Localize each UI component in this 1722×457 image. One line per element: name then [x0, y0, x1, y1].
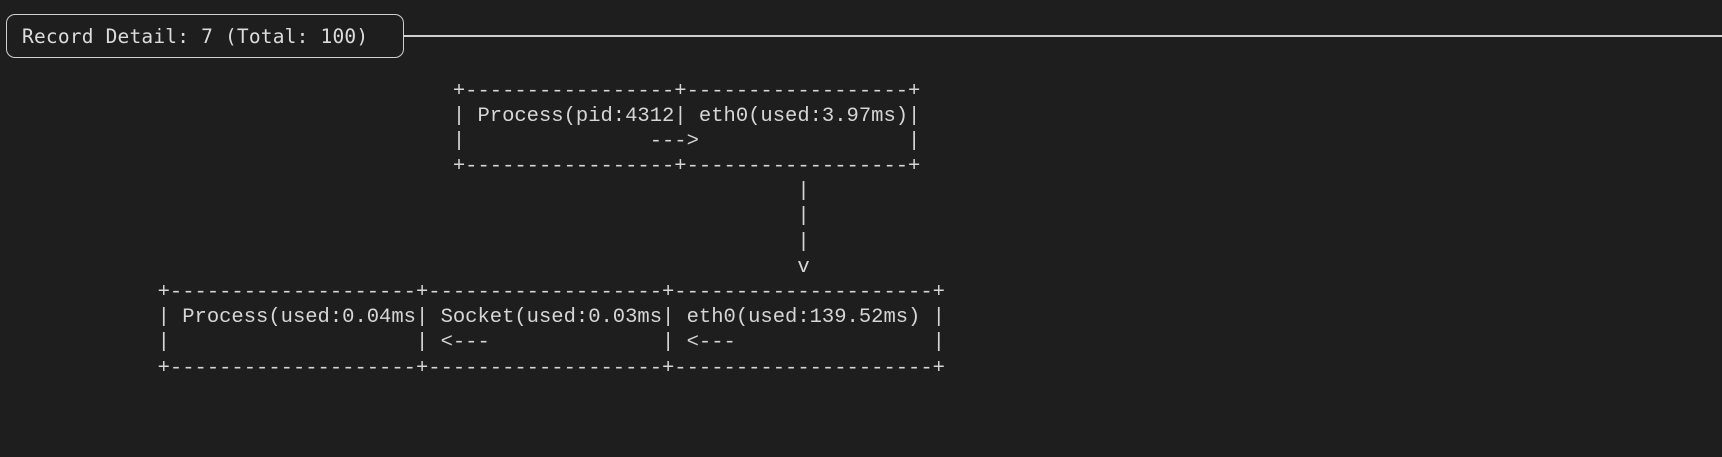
ascii-line-14: [10, 431, 1722, 456]
ascii-line-7: v: [10, 255, 810, 279]
record-detail-panel[interactable]: Record Detail: 7 (Total: 100): [6, 14, 404, 58]
ascii-flow-diagram: +-----------------+------------------+ |…: [0, 79, 1722, 457]
ascii-line-8: +--------------------+------------------…: [10, 281, 945, 304]
ascii-line-5: |: [10, 205, 810, 229]
ascii-line-10: | | <--- | <--- |: [10, 331, 945, 355]
ascii-line-13: [10, 406, 1722, 431]
ascii-line-6: |: [10, 230, 810, 254]
ascii-line-3: +-----------------+------------------+: [10, 155, 921, 179]
ascii-line-0: +-----------------+------------------+: [10, 79, 921, 103]
page-title: Record Detail: 7 (Total: 100): [22, 24, 369, 48]
ascii-line-9: | Process(used:0.04ms| Socket(used:0.03m…: [10, 306, 945, 330]
ascii-line-2: | ---> |: [10, 129, 921, 153]
header-bar: Record Detail: 7 (Total: 100): [0, 0, 1722, 66]
header-divider-rule: [404, 35, 1722, 37]
ascii-line-4: |: [10, 180, 810, 204]
ascii-line-1: | Process(pid:4312| eth0(used:3.97ms)|: [10, 104, 921, 128]
ascii-line-11: +--------------------+------------------…: [10, 356, 945, 380]
ascii-line-12: [10, 381, 1722, 406]
